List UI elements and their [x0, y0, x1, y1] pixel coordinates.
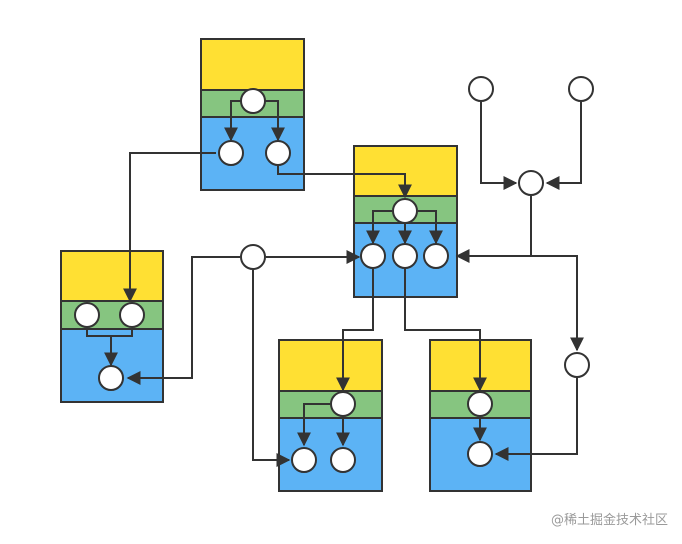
connectors	[86, 100, 584, 467]
node-c-mid-left	[74, 302, 100, 328]
node-b-body-center	[392, 243, 418, 269]
nodes	[74, 76, 594, 473]
edge-b-to-d	[336, 269, 374, 392]
edge-b-to-e	[404, 269, 487, 392]
edge-b-mid-to-left	[366, 210, 392, 245]
node-e-body	[467, 441, 493, 467]
node-tr-right	[568, 76, 594, 102]
edge-join-to-side	[531, 255, 584, 352]
node-b-mid	[392, 198, 418, 224]
node-c-mid-right	[119, 302, 145, 328]
edge-tr-right-to-join	[545, 102, 582, 190]
node-a-mid	[240, 88, 266, 114]
edge-b-mid-to-right	[418, 210, 443, 245]
edge-d-mid-to-left	[297, 403, 330, 447]
edge-tr-left-to-join	[480, 102, 518, 190]
node-b-body-left	[360, 243, 386, 269]
node-side	[564, 352, 590, 378]
edge-a-to-b	[277, 164, 412, 199]
edge-side-to-e	[494, 378, 578, 461]
node-e-mid	[467, 391, 493, 417]
node-tr-join	[518, 170, 544, 196]
watermark-text: @稀土掘金技术社区	[550, 513, 668, 528]
block-d	[278, 339, 383, 492]
block-a	[200, 38, 305, 191]
node-c-body	[98, 365, 124, 391]
edge-c-merge	[86, 328, 133, 337]
edge-float-to-d	[252, 270, 291, 467]
node-a-body-left	[218, 140, 244, 166]
node-tr-left	[468, 76, 494, 102]
node-a-body-right	[265, 140, 291, 166]
node-d-body-left	[291, 447, 317, 473]
edge-float-to-c	[126, 256, 240, 385]
node-b-body-right	[423, 243, 449, 269]
edge-join-to-b	[455, 196, 532, 263]
node-floating	[240, 244, 266, 270]
node-d-body-right	[330, 447, 356, 473]
edge-a-to-c	[123, 152, 216, 303]
node-d-mid	[330, 391, 356, 417]
